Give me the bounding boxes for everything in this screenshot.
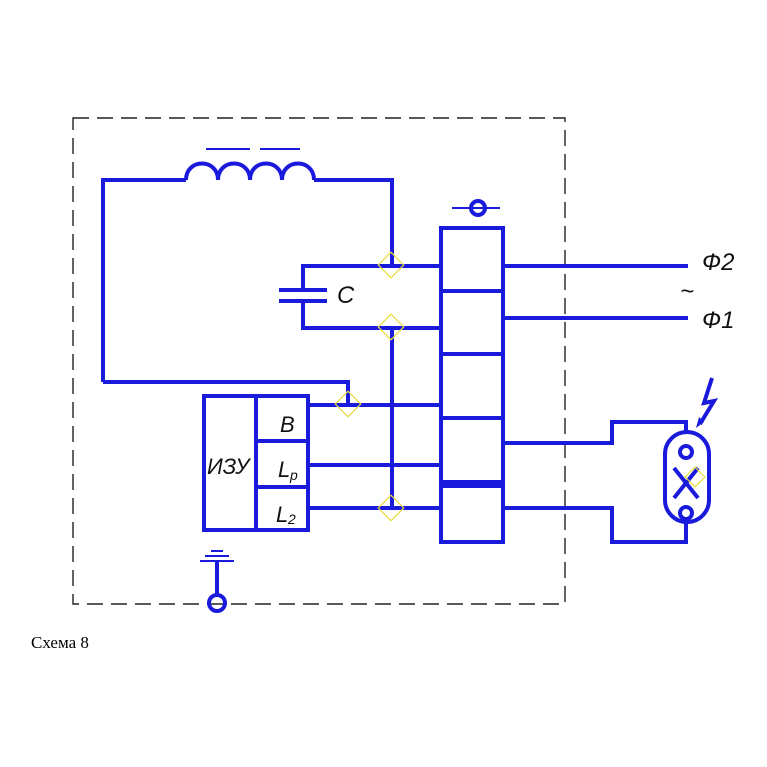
lamp-wire-top: [503, 420, 688, 445]
ac-symbol: ~: [680, 278, 694, 305]
terminal-lp-subscript: p: [289, 467, 298, 483]
capacitor: [279, 264, 441, 330]
connection-markers: [334, 251, 706, 522]
terminal-l2-subscript: 2: [287, 511, 296, 527]
enclosure-frame: [72, 117, 566, 605]
lamp-icon: [663, 430, 711, 524]
ground-terminal-icon: [452, 199, 500, 217]
phase2-label: Ф2: [702, 249, 734, 276]
inductor-choke: [101, 148, 394, 382]
diagram-caption: Схема 8: [31, 633, 89, 652]
terminal-lp-label: L: [278, 457, 290, 482]
terminal-b-label: B: [280, 412, 295, 437]
ground-symbol-icon: [200, 550, 234, 613]
terminal-block: [439, 226, 505, 544]
terminal-l2-label: L: [276, 502, 288, 527]
wire-to-b: [103, 380, 350, 404]
phase1-label: Ф1: [702, 307, 734, 334]
ignition-unit-label: ИЗУ: [207, 454, 251, 479]
lightning-icon: [696, 377, 719, 428]
capacitor-label: C: [337, 282, 355, 309]
lamp-wire-bottom: [503, 506, 688, 544]
